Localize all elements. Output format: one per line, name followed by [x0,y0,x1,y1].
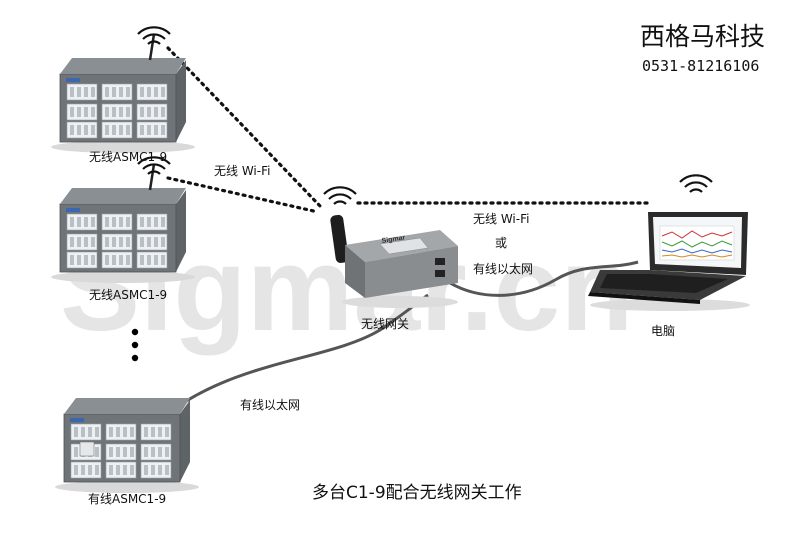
gateway-label: 无线网关 [361,317,409,331]
device-label-1: 无线ASMC1-9 [89,150,167,164]
ethernet-label-right: 有线以太网 [473,262,533,276]
wifi-link-label-left: 无线 Wi-Fi [214,164,270,178]
device-asmc-2 [51,164,195,283]
device-label-2: 无线ASMC1-9 [89,288,167,302]
company-phone: 0531-81216106 [642,57,759,75]
more-devices-dots [132,329,138,361]
computer-label: 电脑 [651,324,675,338]
diagram-caption: 多台C1-9配合无线网关工作 [312,483,522,503]
device-asmc-wired [55,398,199,493]
device-label-3: 有线ASMC1-9 [88,492,166,506]
wifi-link-label-right: 无线 Wi-Fi [473,212,529,226]
company-name: 西格马科技 [640,22,765,52]
or-label: 或 [495,236,507,250]
ethernet-label-bottom: 有线以太网 [240,398,300,412]
wifi-icon [324,187,356,204]
wireless-links [168,48,650,212]
wifi-icon [680,175,712,192]
